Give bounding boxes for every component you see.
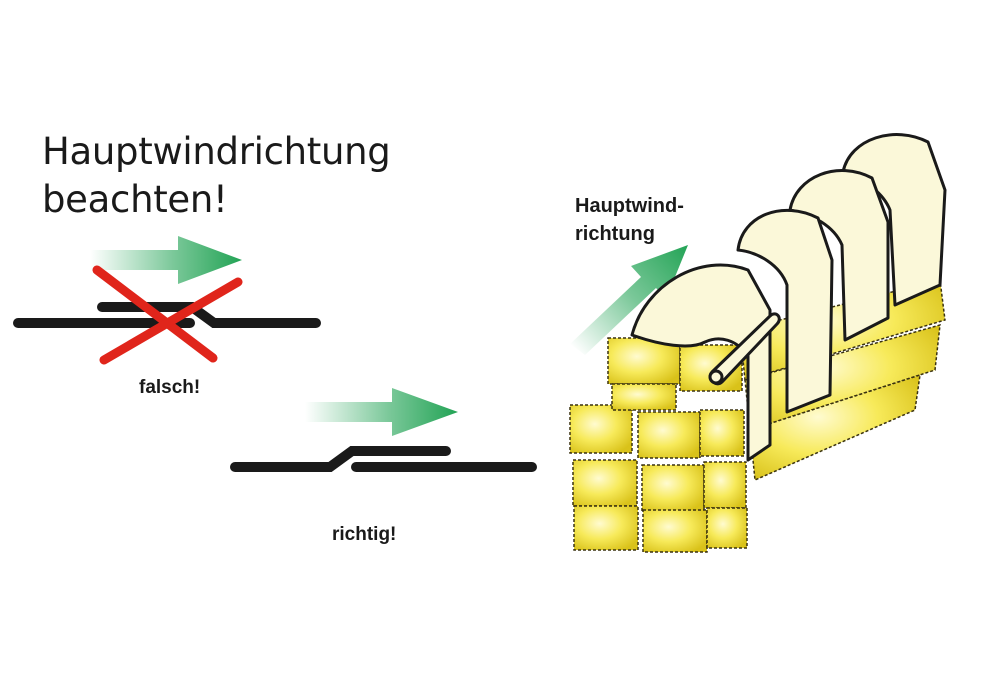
label-main-wind-direction: Hauptwind- richtung xyxy=(575,192,684,248)
headline-line-1: Hauptwindrichtung xyxy=(42,130,391,173)
headline: Hauptwindrichtung beachten! xyxy=(42,128,391,224)
headline-line-2: beachten! xyxy=(42,178,228,221)
wind-arrow-wrong xyxy=(90,236,242,284)
hay-bale-stack xyxy=(569,133,947,553)
cover-sheets xyxy=(630,133,947,462)
cross-icon xyxy=(92,265,243,365)
wind-arrow-right xyxy=(305,388,458,436)
label-wrong: falsch! xyxy=(139,377,201,398)
label-wind-line-2: richtung xyxy=(575,223,655,245)
sheet-overlap-right xyxy=(230,446,537,472)
label-right: richtig! xyxy=(332,524,397,545)
cover-sheet-2 xyxy=(736,208,834,414)
wind-arrow-diagonal xyxy=(570,245,688,355)
label-wind-line-1: Hauptwind- xyxy=(575,195,684,217)
